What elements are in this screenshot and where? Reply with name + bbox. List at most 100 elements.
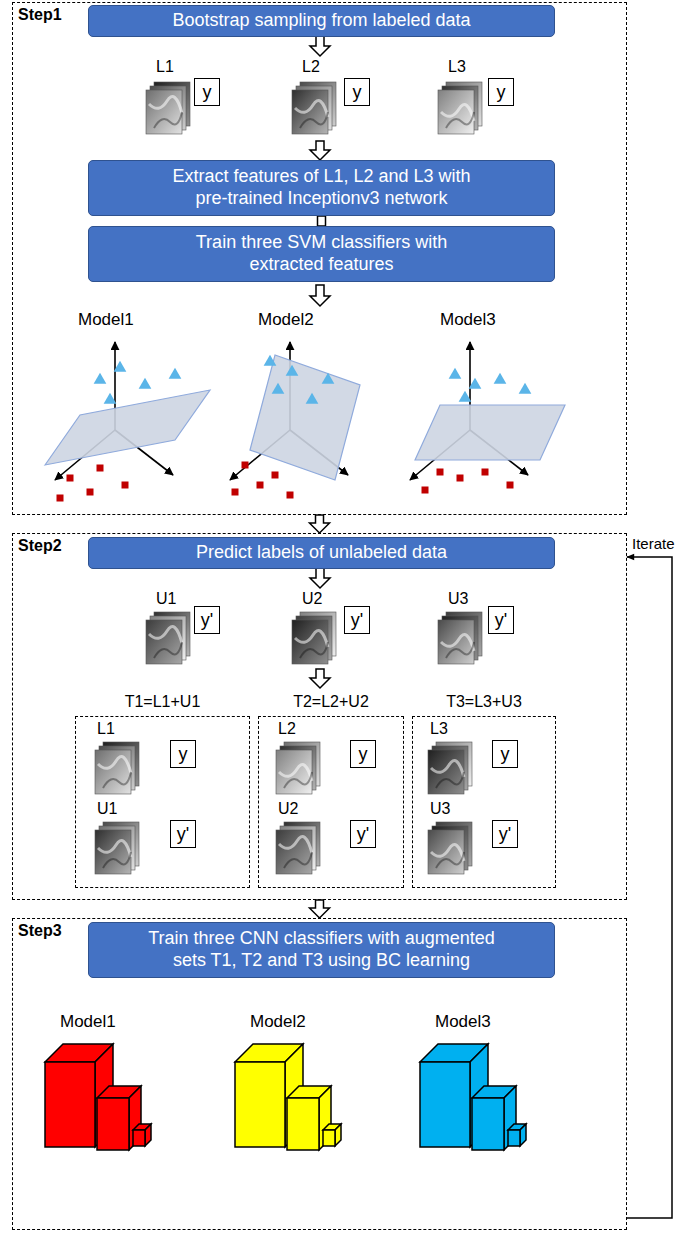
label-box: y — [488, 78, 514, 106]
label-anchor: U1 — [97, 800, 117, 818]
image-thumbnail — [292, 90, 328, 134]
negative-sample — [507, 482, 514, 489]
positive-sample — [272, 383, 285, 394]
label-box: y — [350, 740, 376, 768]
svm-plot — [230, 342, 360, 499]
negative-sample — [437, 469, 444, 476]
cnn-layer — [133, 1130, 145, 1146]
image-stack — [292, 612, 336, 664]
label-text: y — [179, 745, 188, 763]
label-anchor: L2 — [302, 58, 320, 76]
image-thumbnail — [95, 750, 131, 794]
positive-sample — [286, 365, 299, 376]
hyperplane — [415, 405, 565, 460]
set-name: U3 — [448, 590, 468, 608]
training-set-panel: T1=L1+U1yy' — [75, 716, 250, 888]
image-thumbnail — [276, 830, 312, 874]
image-thumbnail — [276, 750, 312, 794]
process-text: Train three SVM classifiers with extract… — [182, 232, 462, 275]
flow-arrow — [310, 669, 330, 688]
label-box: y — [170, 740, 196, 768]
positive-sample — [104, 393, 117, 404]
block-arrow — [310, 900, 330, 918]
cnn-layer — [235, 1062, 285, 1147]
label-box: y' — [350, 820, 376, 848]
cnn-layer — [335, 1124, 341, 1146]
positive-sample — [519, 383, 532, 394]
image-stack — [438, 82, 482, 134]
positive-sample — [94, 373, 107, 384]
negative-sample — [67, 475, 74, 482]
set-heading: T2=L2+U2 — [259, 693, 403, 711]
negative-sample — [287, 492, 294, 499]
image-texture — [279, 837, 312, 853]
label-anchor: L1 — [156, 58, 174, 76]
label-text: y' — [357, 825, 369, 843]
label-box: y — [492, 740, 518, 768]
flow-arrow — [310, 36, 330, 56]
flow-arrow — [310, 285, 330, 306]
image-texture — [149, 97, 182, 113]
label-anchor: Model2 — [258, 310, 314, 330]
set-name: L3 — [448, 58, 466, 76]
cnn-layer — [520, 1124, 526, 1146]
image-thumbnail — [95, 830, 131, 874]
process-text: Predict labels of unlabeled data — [196, 542, 447, 564]
training-set-panel: T2=L2+U2yy' — [258, 716, 404, 888]
image-texture — [431, 761, 464, 777]
positive-sample — [322, 373, 335, 384]
positive-sample — [169, 368, 182, 379]
hyperplane — [250, 355, 360, 480]
label-anchor: L3 — [430, 720, 448, 738]
negative-sample — [242, 462, 249, 469]
label-box: y' — [344, 606, 370, 634]
image-texture — [149, 627, 182, 643]
cnn-layer — [45, 1062, 95, 1147]
positive-sample — [139, 378, 152, 389]
set-name: U1 — [97, 800, 117, 818]
negative-sample — [272, 472, 279, 479]
cnn-layer — [145, 1124, 151, 1146]
label-anchor: Model1 — [78, 310, 134, 330]
image-texture — [284, 852, 312, 868]
block-arrow — [310, 515, 330, 533]
label-anchor: U3 — [448, 590, 468, 608]
process-box: Train three SVM classifiers with extract… — [88, 226, 555, 282]
image-stack — [146, 612, 190, 664]
label-box: y' — [170, 820, 196, 848]
cnn-layer — [97, 1098, 129, 1150]
label-anchor: Model3 — [435, 1012, 491, 1032]
label-anchor: U2 — [302, 590, 322, 608]
image-stack — [428, 742, 472, 794]
label-anchor: L2 — [278, 720, 296, 738]
cnn-layer — [287, 1098, 319, 1150]
image-texture — [98, 841, 131, 857]
image-stack — [95, 742, 139, 794]
set-heading: T1=L1+U1 — [76, 693, 249, 711]
negative-sample — [87, 489, 94, 496]
label-anchor: U1 — [156, 590, 176, 608]
image-stack — [292, 82, 336, 134]
image-texture — [98, 757, 131, 773]
positive-sample — [114, 361, 127, 372]
process-box: Predict labels of unlabeled data — [88, 537, 555, 569]
cnn-layer — [472, 1098, 504, 1150]
training-set-panel: T3=L3+U3yy' — [412, 716, 556, 888]
positive-sample — [494, 373, 507, 384]
image-thumbnail — [438, 620, 474, 664]
feedback-arrow — [627, 557, 672, 1218]
image-texture — [446, 112, 474, 128]
image-stack — [276, 822, 320, 874]
set-name: L3 — [430, 720, 448, 738]
label-text: y' — [495, 611, 507, 629]
cnn-layer — [323, 1130, 335, 1146]
svm-plot — [410, 342, 565, 494]
edge-label-anchor: Iterate — [631, 535, 676, 552]
label-anchor: L3 — [448, 58, 466, 76]
label-anchor: Model1 — [60, 1012, 116, 1032]
image-texture — [300, 642, 328, 658]
label-box: y' — [488, 606, 514, 634]
svm-plot — [45, 342, 210, 502]
